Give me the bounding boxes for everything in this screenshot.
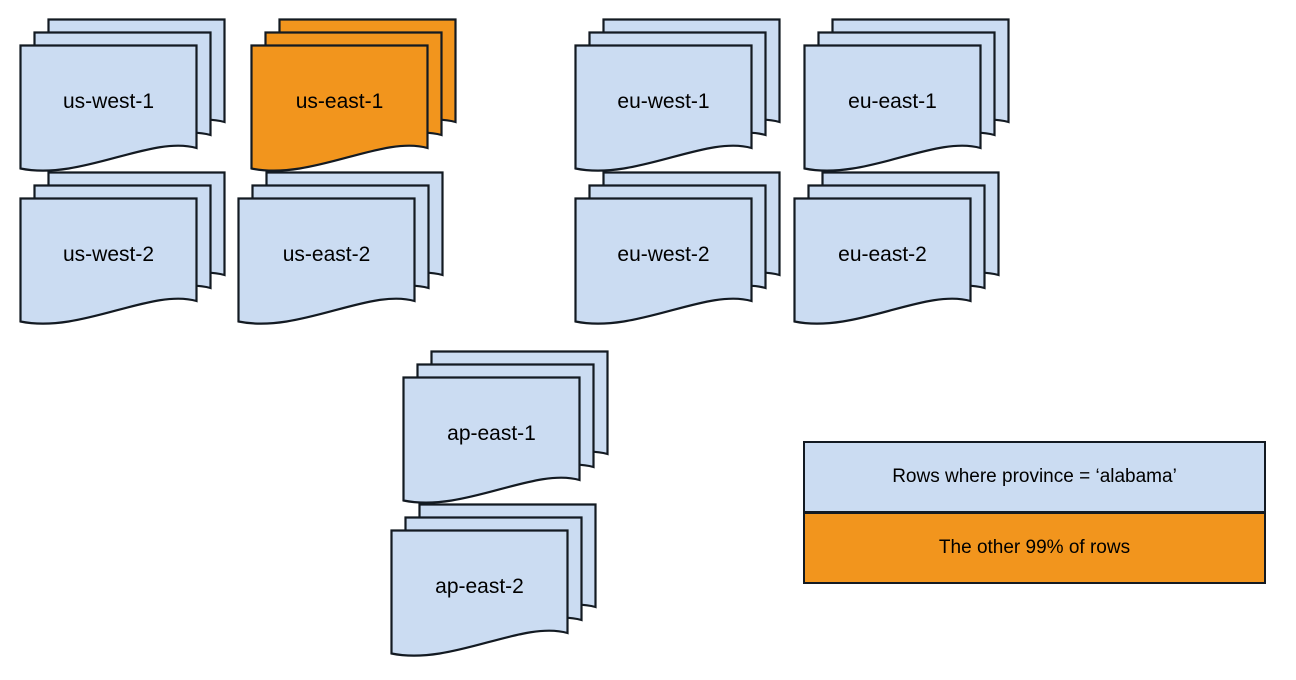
document-page-front-icon: [19, 44, 198, 172]
region-label: eu-east-1: [848, 90, 937, 113]
region-label: us-east-2: [282, 243, 371, 266]
document-page-front-icon: [19, 197, 198, 325]
region-label: eu-west-1: [617, 90, 710, 113]
legend-row-orange: The other 99% of rows: [805, 514, 1264, 582]
region-label: us-west-1: [62, 90, 155, 113]
region-label: eu-east-2: [838, 243, 927, 266]
region-stack-eu-east-1: eu-east-1: [803, 18, 1010, 177]
legend-row-blue: Rows where province = ‘alabama’: [805, 443, 1264, 514]
document-page-front-icon: [574, 44, 753, 172]
legend-row-label: Rows where province = ‘alabama’: [892, 466, 1177, 487]
legend-row-label: The other 99% of rows: [938, 537, 1131, 558]
region-stack-ap-east-2: ap-east-2: [390, 503, 597, 662]
document-page-front-icon: [793, 197, 972, 325]
region-stack-us-west-1: us-west-1: [19, 18, 226, 177]
region-stack-ap-east-1: ap-east-1: [402, 350, 609, 509]
document-page-front-icon: [390, 529, 569, 657]
document-page-front-icon: [803, 44, 982, 172]
region-label: us-east-1: [295, 90, 384, 113]
region-label: ap-east-2: [435, 575, 524, 598]
region-stack-eu-west-2: eu-west-2: [574, 171, 781, 330]
region-stack-us-east-2: us-east-2: [237, 171, 444, 330]
region-stack-eu-east-2: eu-east-2: [793, 171, 1000, 330]
region-label: eu-west-2: [617, 243, 710, 266]
region-label: us-west-2: [62, 243, 155, 266]
region-label: ap-east-1: [447, 422, 536, 445]
legend: Rows where province = ‘alabama’ The othe…: [803, 441, 1266, 584]
document-page-front-icon: [237, 197, 416, 325]
document-page-front-icon: [402, 376, 581, 504]
region-stack-eu-west-1: eu-west-1: [574, 18, 781, 177]
document-page-front-icon: [574, 197, 753, 325]
region-stack-us-east-1: us-east-1: [250, 18, 457, 177]
region-stack-us-west-2: us-west-2: [19, 171, 226, 330]
document-page-front-icon: [250, 44, 429, 172]
